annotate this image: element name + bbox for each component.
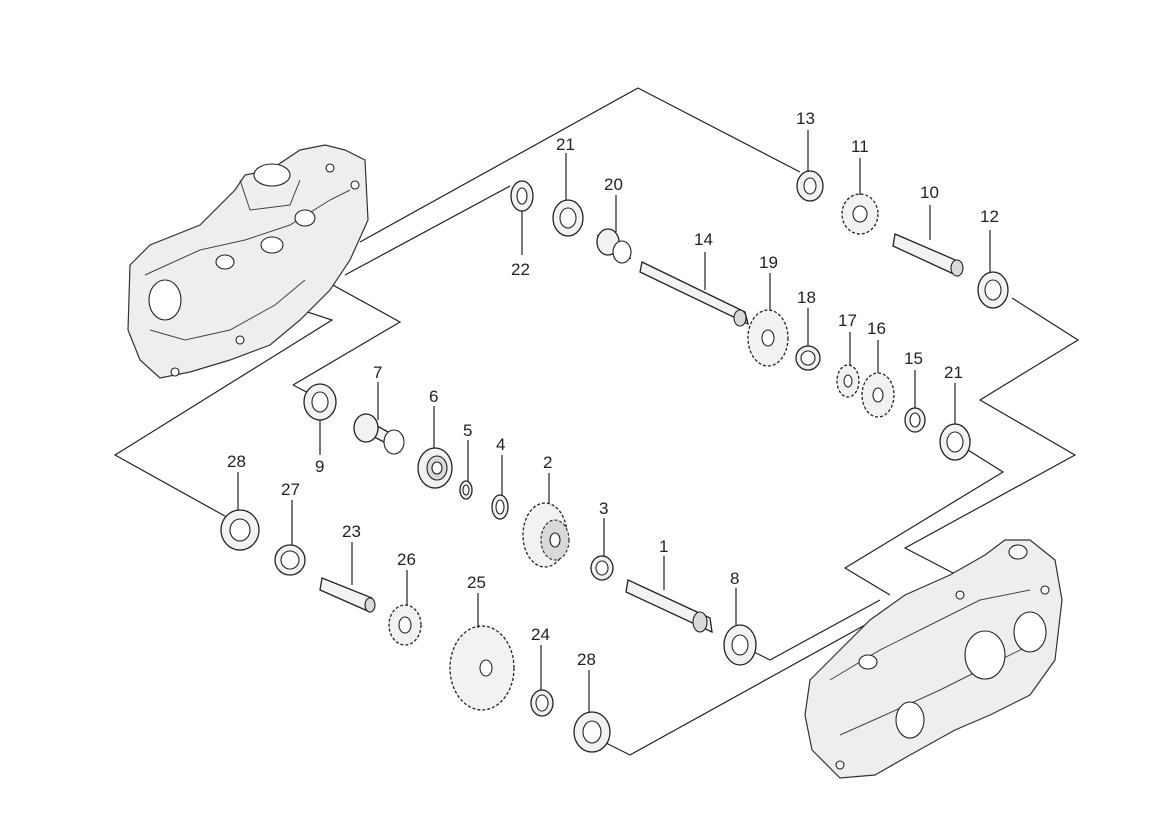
part-2-double-gear <box>522 502 570 568</box>
callout-22: 22 <box>511 260 530 279</box>
callout-26: 26 <box>397 550 416 569</box>
part-1-shaft <box>625 579 713 634</box>
callout-5: 5 <box>463 421 472 440</box>
part-13-bearing <box>796 170 824 202</box>
callout-14: 14 <box>694 230 713 249</box>
part-9-bearing <box>303 383 337 421</box>
callout-20: 20 <box>604 175 623 194</box>
callout-1: 1 <box>659 537 668 556</box>
callout-13: 13 <box>796 109 815 128</box>
callout-24: 24 <box>531 625 550 644</box>
part-23-shaft <box>319 577 376 613</box>
callout-11: 11 <box>851 137 869 156</box>
left-housing-case <box>127 144 369 379</box>
callout-28-bottom: 28 <box>577 650 596 669</box>
callout-17: 17 <box>838 311 857 330</box>
callout-27: 27 <box>281 480 300 499</box>
part-12-bearing <box>977 271 1009 309</box>
callout-8: 8 <box>730 569 739 588</box>
callout-10: 10 <box>920 183 939 202</box>
part-3-bushing <box>590 555 614 581</box>
part-21-bearing-upper <box>552 199 584 237</box>
callout-2: 2 <box>543 453 552 472</box>
part-20-bushing <box>596 228 632 264</box>
part-5-snap-ring <box>459 480 473 500</box>
part-10-shaft <box>892 233 964 277</box>
callout-21-upper: 21 <box>556 135 575 154</box>
part-21-bearing-right <box>939 423 971 461</box>
part-24-bushing <box>530 689 554 717</box>
right-housing-case <box>804 539 1063 779</box>
part-4-washer <box>491 494 509 520</box>
part-28-bearing-bottom <box>573 711 611 753</box>
part-6-clutch <box>417 447 453 489</box>
part-7-bushing <box>353 413 405 455</box>
part-22-bearing <box>510 180 534 212</box>
callout-15: 15 <box>904 349 923 368</box>
part-16-gear <box>861 372 895 418</box>
part-11-gear <box>841 193 879 235</box>
part-14-shaft <box>639 261 749 327</box>
part-17-gear <box>836 364 860 398</box>
callout-19: 19 <box>759 253 778 272</box>
callout-23: 23 <box>342 522 361 541</box>
callout-28-left: 28 <box>227 452 246 471</box>
callout-12: 12 <box>980 207 999 226</box>
callout-16: 16 <box>867 319 886 338</box>
callout-25: 25 <box>467 573 486 592</box>
part-15-bushing <box>904 407 926 433</box>
callout-6: 6 <box>429 387 438 406</box>
part-28-bearing-left <box>220 509 260 551</box>
callout-3: 3 <box>599 499 608 518</box>
part-25-large-gear <box>449 625 515 711</box>
callout-21-right: 21 <box>944 363 963 382</box>
part-26-gear <box>388 604 422 646</box>
callout-7: 7 <box>373 363 382 382</box>
callout-9: 9 <box>315 457 324 476</box>
part-8-bearing <box>723 624 757 666</box>
part-27-bushing <box>274 544 306 576</box>
callout-labels: 13 11 10 12 21 20 22 14 19 18 17 16 15 2… <box>227 109 999 669</box>
leader-lines <box>237 130 991 712</box>
callout-18: 18 <box>797 288 816 307</box>
callout-4: 4 <box>496 435 505 454</box>
part-19-gear <box>747 309 789 367</box>
part-18-bushing <box>795 345 821 371</box>
